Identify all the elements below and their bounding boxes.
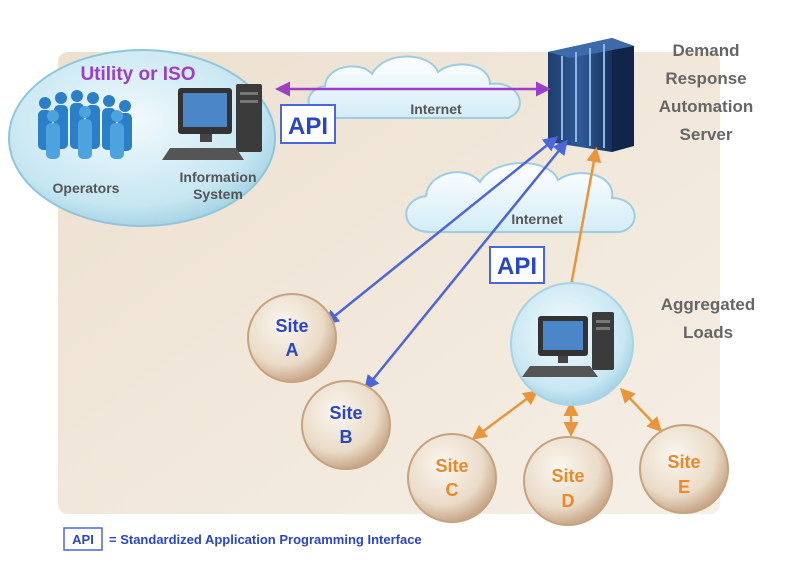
aggregated-label-line2: Loads — [683, 323, 733, 342]
site-e-label: Site — [667, 452, 700, 472]
server-label-line3: Automation — [659, 97, 753, 116]
information-system-label-line2: System — [193, 186, 243, 202]
utility-group: Utility or ISO Operators Information Sys… — [8, 49, 276, 227]
legend: API = Standardized Application Programmi… — [63, 527, 422, 551]
internet-label-middle: Internet — [511, 211, 563, 227]
arrow-aggregated-site-c — [471, 390, 539, 440]
legend-api-box — [63, 527, 103, 551]
api-badge-top-text: API — [288, 113, 328, 140]
site-a-letter: A — [286, 340, 299, 360]
utility-title: Utility or ISO — [80, 64, 195, 85]
server-label-line2: Response — [665, 69, 746, 88]
site-b-letter: B — [340, 427, 353, 447]
server-rack-icon — [548, 38, 634, 152]
api-badge-top: API — [280, 104, 336, 144]
aggregated-computer-icon — [522, 312, 614, 377]
aggregated-label-line1: Aggregated — [661, 295, 755, 314]
arrow-aggregated-site-e — [619, 387, 663, 433]
api-badge-middle-text: API — [497, 253, 537, 280]
site-a-label: Site — [275, 316, 308, 336]
internet-label-top: Internet — [410, 101, 462, 117]
operators-label: Operators — [53, 180, 120, 196]
site-b: Site B — [301, 380, 391, 470]
site-c: Site C — [407, 433, 497, 523]
legend-text: = Standardized Application Programming I… — [109, 532, 422, 547]
site-b-label: Site — [329, 403, 362, 423]
site-a: Site A — [247, 293, 337, 383]
site-c-letter: C — [446, 480, 459, 500]
site-c-label: Site — [435, 456, 468, 476]
server-label-line1: Demand — [672, 41, 739, 60]
site-d: Site D — [523, 436, 613, 526]
site-e: Site E — [639, 424, 729, 514]
site-d-letter: D — [562, 491, 575, 511]
arrow-server-site-b — [364, 139, 568, 391]
site-d-label: Site — [551, 466, 584, 486]
information-system-label-line1: Information — [180, 169, 257, 185]
legend-api-badge: API — [72, 532, 94, 547]
aggregated-loads-group: Aggregated Loads — [510, 282, 755, 406]
arrow-server-aggregated — [562, 147, 602, 305]
site-e-letter: E — [678, 477, 690, 497]
api-badge-middle: API — [489, 246, 545, 284]
information-system-computer-icon — [162, 84, 262, 160]
server-label-line4: Server — [680, 125, 733, 144]
operators-icon — [38, 90, 132, 159]
